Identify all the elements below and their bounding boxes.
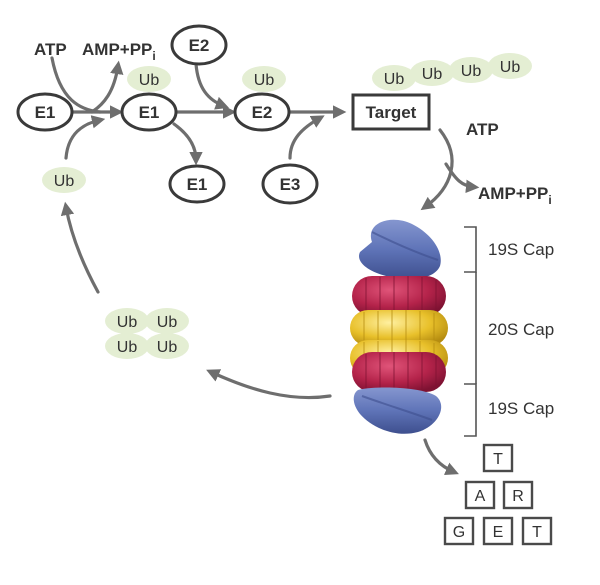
- label-20s-core: 20S Cap: [488, 320, 554, 339]
- ub-released-2: Ub: [157, 314, 178, 331]
- proteasome-brackets: [464, 226, 477, 437]
- ub-released-cluster: Ub Ub Ub Ub: [105, 308, 189, 359]
- ub-chain-on-target: Ub Ub Ub Ub: [372, 53, 532, 91]
- ub-released-1: Ub: [117, 314, 138, 331]
- proteasome: [350, 219, 448, 434]
- label-19s-cap-top: 19S Cap: [488, 240, 554, 259]
- arrow-e1-release: [172, 122, 203, 166]
- ub-label: Ub: [254, 72, 275, 89]
- target-label: Target: [366, 103, 417, 122]
- peptide-fragments: T A R G E T: [443, 443, 553, 546]
- red-ring-upper: [352, 276, 446, 316]
- target-box: Target: [351, 93, 431, 131]
- ub-chain-1: Ub: [384, 71, 405, 88]
- fragment-letter: T: [532, 524, 542, 541]
- ub-label: Ub: [54, 173, 75, 190]
- enzyme-e2-free: E2: [170, 24, 228, 66]
- amp-label-right: AMP+PPi: [478, 184, 552, 207]
- fragment-6: T: [521, 516, 553, 546]
- fragment-3: R: [502, 480, 534, 510]
- arrow-proteasome-to-ub-release: [206, 369, 332, 400]
- fragment-letter: T: [493, 451, 503, 468]
- ub-recycled: Ub: [42, 167, 86, 193]
- red-ring-lower: [352, 352, 446, 392]
- amp-label-top: AMP+PPi: [82, 40, 156, 63]
- atp-label-right: ATP: [466, 120, 499, 139]
- fragment-letter: R: [512, 488, 524, 505]
- fragment-1: T: [482, 443, 514, 473]
- fragment-4: G: [443, 516, 475, 546]
- arrow-ub-to-e1: [64, 115, 106, 160]
- fragment-letter: A: [475, 488, 486, 505]
- ub-on-e2: Ub: [242, 66, 286, 92]
- enzyme-e2-loaded: E2: [233, 92, 291, 132]
- enzyme-label: E2: [189, 36, 210, 55]
- label-19s-cap-bottom: 19S Cap: [488, 399, 554, 418]
- fragment-letter: G: [453, 524, 465, 541]
- ub-label: Ub: [139, 72, 160, 89]
- enzyme-label: E1: [35, 103, 56, 122]
- flow-arrows: [50, 56, 480, 475]
- top-cap: [359, 219, 441, 280]
- atp-label-top: ATP: [34, 40, 67, 59]
- enzyme-label: E3: [280, 175, 301, 194]
- enzyme-e1-loaded: E1: [120, 92, 178, 132]
- fragment-2: A: [464, 480, 496, 510]
- enzyme-label: E2: [252, 103, 273, 122]
- arrow-amp-release-top: [90, 60, 124, 114]
- arrow-e3-joins: [288, 115, 325, 160]
- enzyme-label: E1: [187, 175, 208, 194]
- ub-released-4: Ub: [157, 339, 178, 356]
- ub-chain-3: Ub: [461, 63, 482, 80]
- arrow-e2-free-joins: [194, 62, 230, 110]
- ub-on-e1: Ub: [127, 66, 171, 92]
- fragment-5: E: [482, 516, 514, 546]
- enzyme-e1-released: E1: [168, 164, 226, 204]
- arrow-amp-release-right: [444, 162, 480, 194]
- arrow-proteasome-to-fragments: [423, 438, 459, 475]
- bottom-cap: [353, 387, 442, 434]
- yellow-ring-upper: [350, 310, 448, 346]
- enzyme-e3: E3: [261, 163, 319, 205]
- arrow-recycle-up: [60, 201, 100, 294]
- enzyme-e1-start: E1: [16, 92, 74, 132]
- fragment-letter: E: [493, 524, 504, 541]
- enzyme-label: E1: [139, 103, 160, 122]
- ub-chain-4: Ub: [500, 59, 521, 76]
- ub-chain-2: Ub: [422, 66, 443, 83]
- ub-released-3: Ub: [117, 339, 138, 356]
